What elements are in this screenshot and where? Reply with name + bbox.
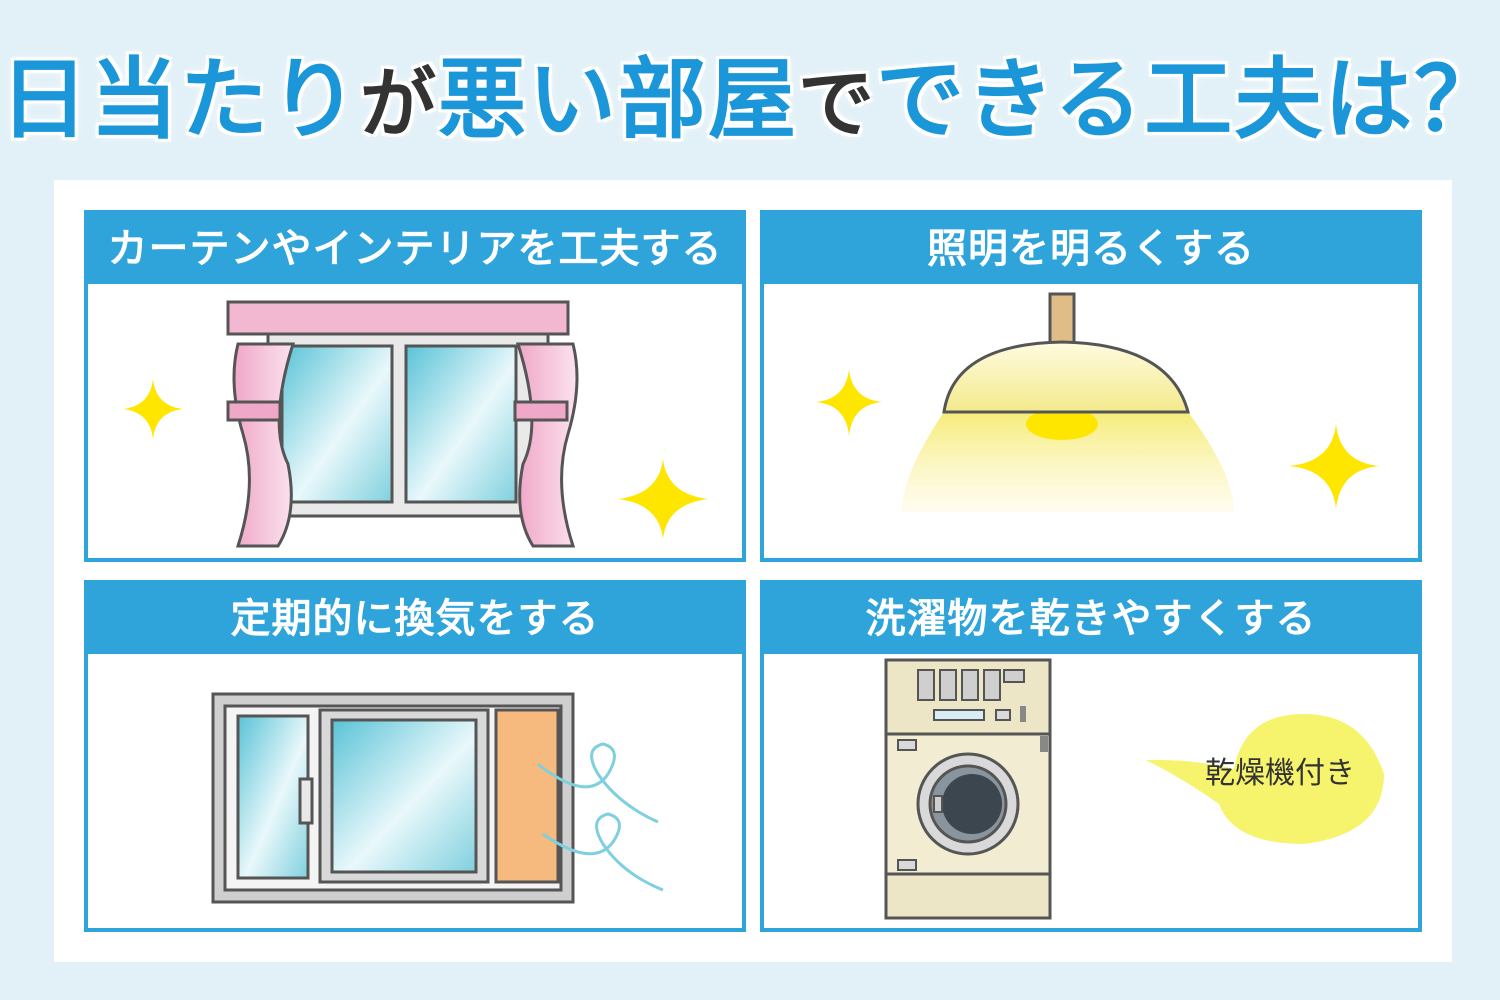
speech-bubble xyxy=(1146,714,1384,844)
card-heading: 定期的に換気をする xyxy=(88,584,742,654)
title-part-1: 日当たり xyxy=(0,48,361,151)
title-part-2: が xyxy=(360,59,439,148)
card-laundry: 洗濯物を乾きやすくする 乾燥機付き xyxy=(760,580,1422,932)
dryer-bubble-label: 乾燥機付き xyxy=(1205,756,1355,791)
card-lighting: 照明を明るくする xyxy=(760,210,1422,562)
sparkle-icon xyxy=(816,369,882,436)
sparkle-icon xyxy=(618,459,708,539)
card-heading: 照明を明るくする xyxy=(764,214,1418,284)
card-heading: カーテンやインテリアを工夫する xyxy=(88,214,742,284)
wind-icon xyxy=(542,812,664,892)
card-ventilation: 定期的に換気をする xyxy=(84,580,746,932)
washer-dryer-illustration xyxy=(884,658,1384,920)
wind-icon xyxy=(537,742,659,824)
title-part-3: 悪い部屋 xyxy=(438,48,799,151)
curtain-window-illustration xyxy=(123,300,708,548)
sparkle-icon xyxy=(123,379,183,439)
card-heading: 洗濯物を乾きやすくする xyxy=(764,584,1418,654)
title-part-4: で xyxy=(798,59,877,148)
ceiling-lamp-illustration xyxy=(816,292,1379,512)
title-part-5: できる工夫は？ xyxy=(876,48,1500,151)
sparkle-icon xyxy=(1289,424,1379,509)
card-curtain-interior: カーテンやインテリアを工夫する xyxy=(84,210,746,562)
page-title: 日当たりが悪い部屋でできる工夫は？ xyxy=(0,40,1500,160)
open-window-illustration xyxy=(211,692,664,904)
content-board: カーテンやインテリアを工夫する xyxy=(54,180,1452,962)
